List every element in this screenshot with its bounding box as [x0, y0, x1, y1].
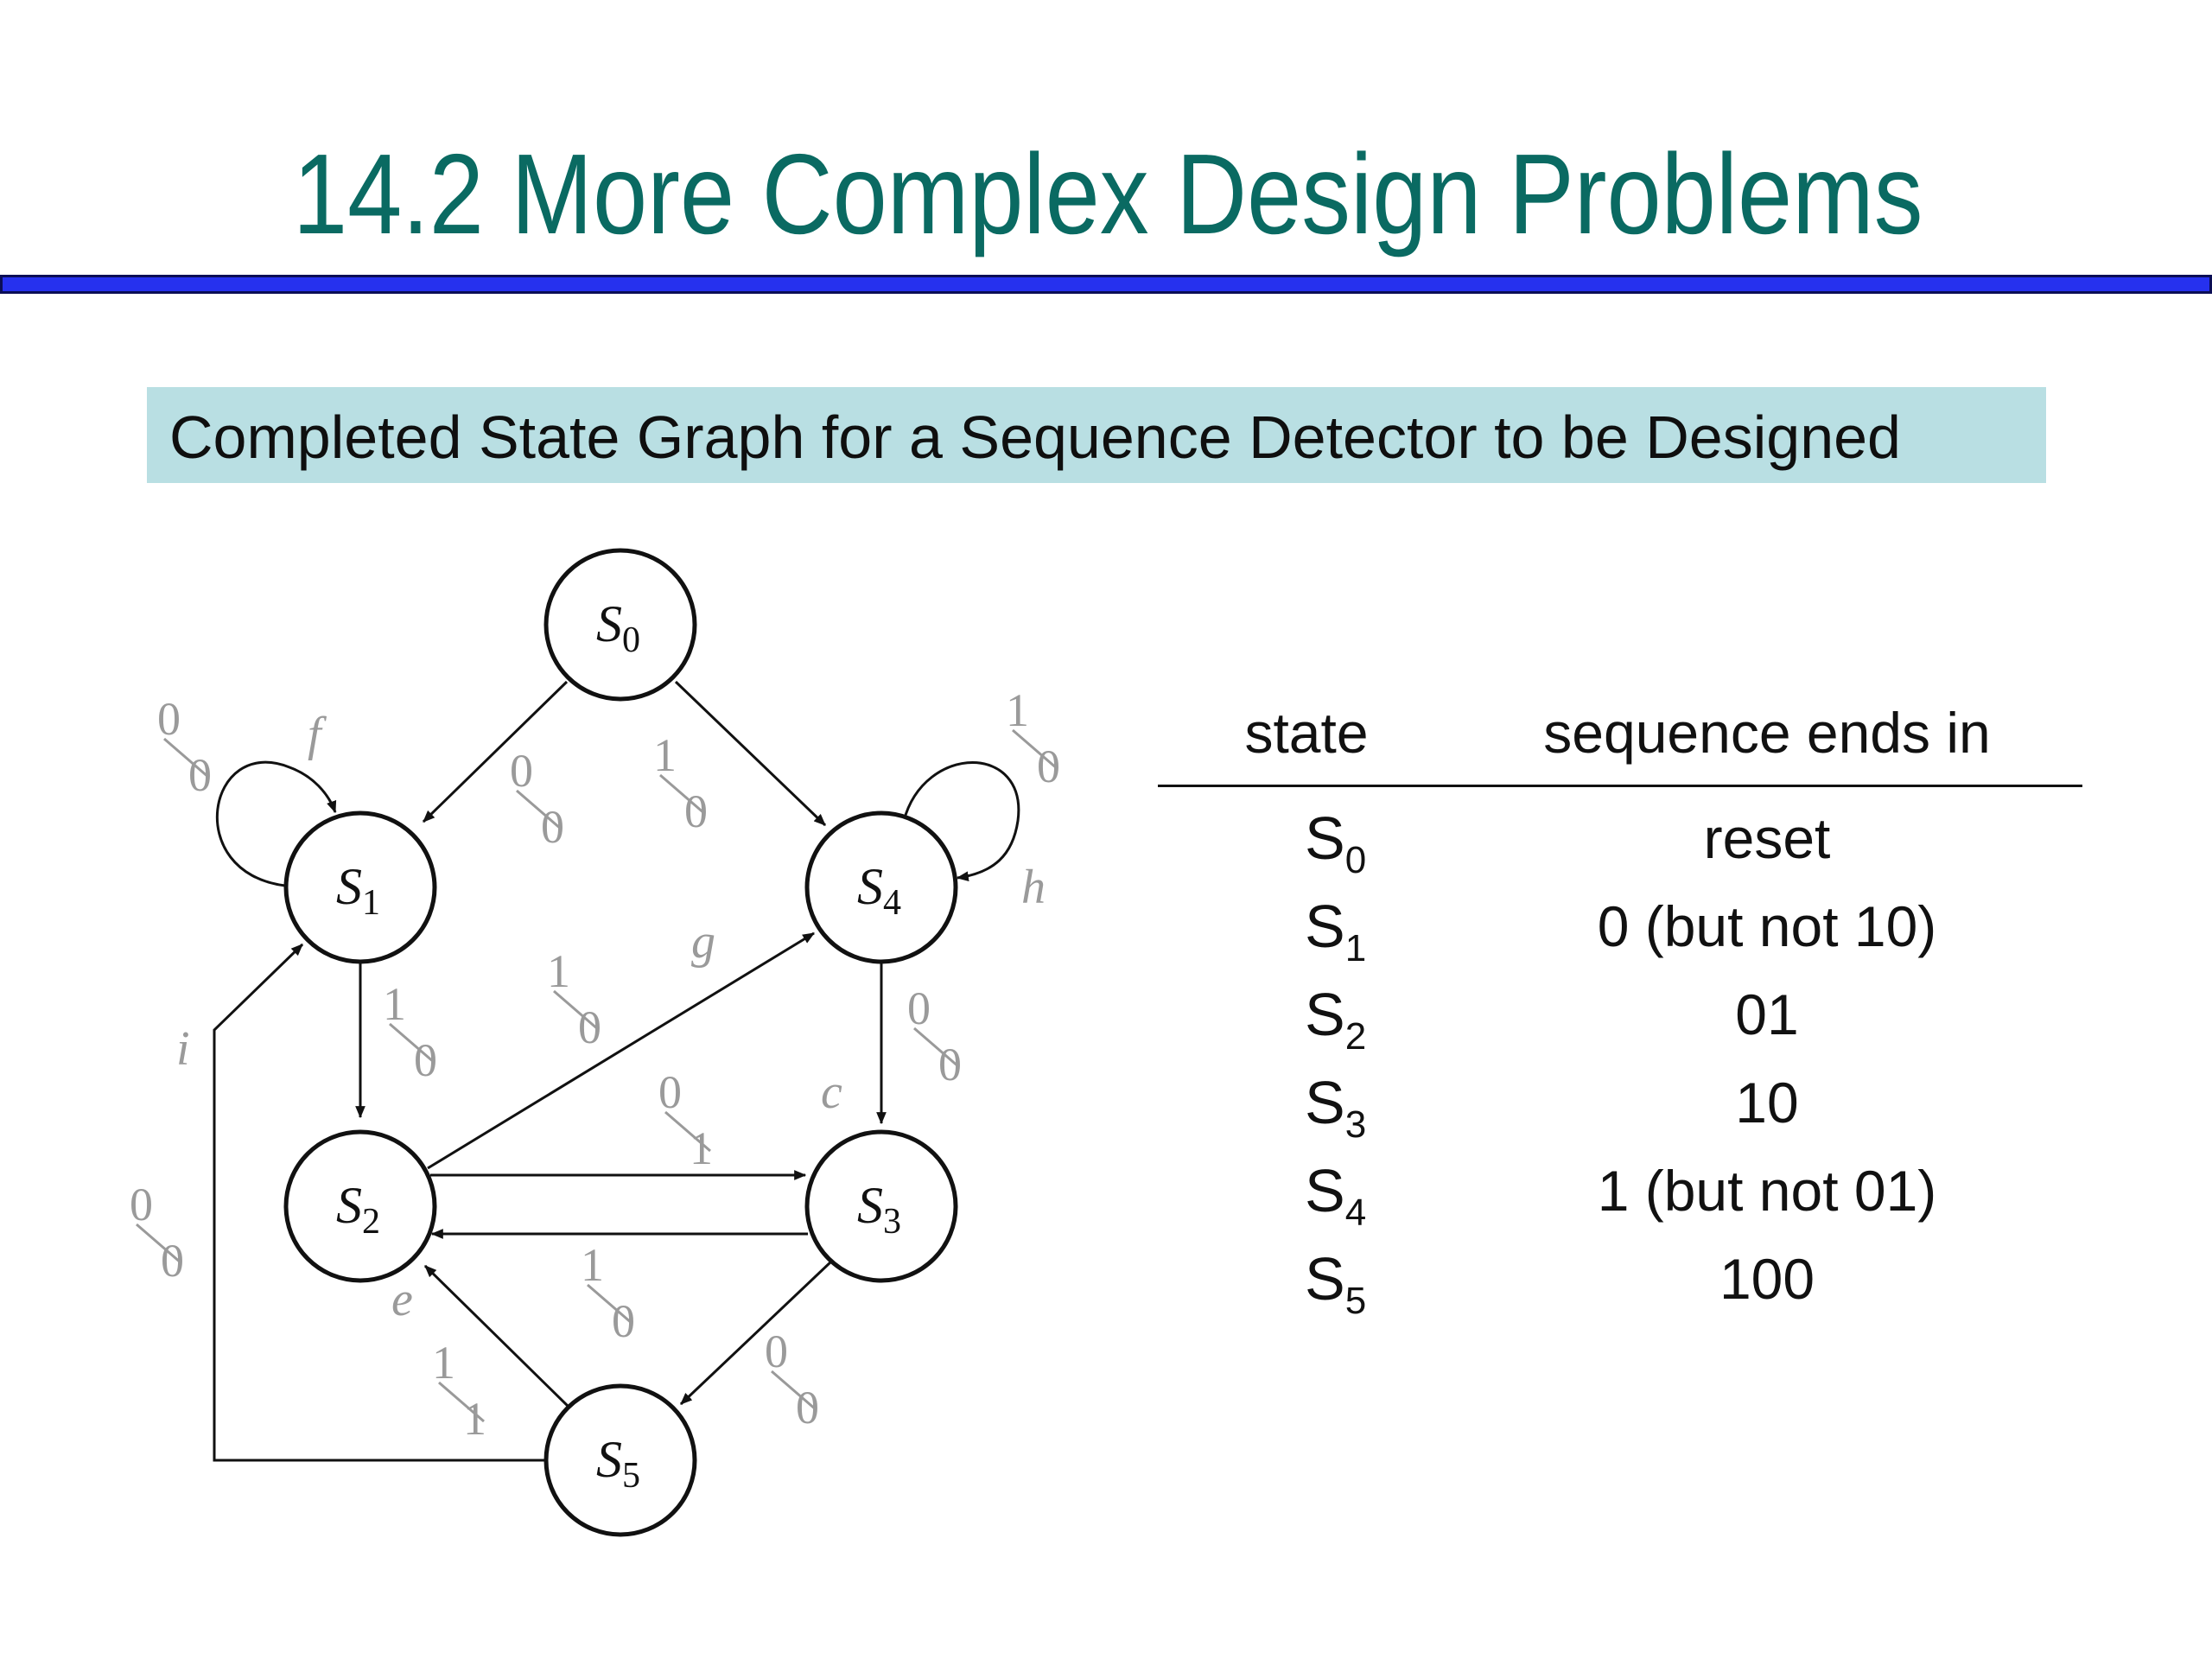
table-cell-sequence: 100	[1719, 1247, 1815, 1311]
svg-text:0: 0	[612, 1295, 635, 1347]
svg-text:1: 1	[383, 978, 406, 1030]
edge-label-s4-self: 1 0	[1006, 684, 1060, 792]
svg-text:1: 1	[653, 729, 677, 781]
table-cell-state: S3	[1305, 1069, 1367, 1146]
svg-text:0: 0	[907, 982, 931, 1034]
svg-text:0: 0	[658, 1066, 682, 1118]
svg-text:0: 0	[578, 1001, 601, 1053]
table-header-rule	[1158, 785, 2082, 787]
svg-text:1: 1	[463, 1393, 486, 1445]
subtitle-banner: Completed State Graph for a Sequence Det…	[147, 387, 2046, 483]
table-cell-state: S1	[1305, 893, 1367, 969]
edge-label-s2-s3: 0 1	[658, 1066, 713, 1174]
table-header-sequence: sequence ends in	[1543, 701, 1991, 765]
svg-text:0: 0	[188, 749, 212, 801]
edge-label-s3-s2: 1 0	[581, 1239, 635, 1347]
table-cell-state: S4	[1305, 1157, 1367, 1234]
state-label-s2: S2	[336, 1177, 380, 1242]
state-node-s1	[283, 810, 437, 964]
edge-tag-h: h	[1021, 861, 1046, 914]
state-node-s3	[804, 1129, 958, 1283]
state-node-s2	[283, 1129, 437, 1283]
state-label-s1: S1	[336, 858, 380, 923]
svg-text:0: 0	[161, 1235, 184, 1287]
edge-label-s0-s1: 0 0	[510, 745, 564, 853]
edge-label-s1-s2: 1 0	[383, 978, 437, 1086]
edge-s0-s4	[674, 680, 827, 827]
edge-s4-self	[902, 761, 1020, 881]
state-table: state sequence ends in S0 reset S1 0 (bu…	[1158, 700, 2082, 1339]
table-cell-state: S5	[1305, 1245, 1367, 1322]
table-cell-sequence: reset	[1703, 806, 1831, 870]
table-cell-sequence: 1 (but not 01)	[1597, 1159, 1937, 1223]
state-label-s4: S4	[857, 858, 901, 923]
edge-tag-c: c	[821, 1065, 842, 1119]
state-node-s4	[804, 810, 958, 964]
edge-s5-s1	[213, 943, 546, 1462]
edge-s1-self	[215, 760, 337, 887]
table-header-state: state	[1244, 701, 1369, 765]
state-label-s5: S5	[596, 1431, 640, 1496]
table-cell-sequence: 0 (but not 10)	[1597, 894, 1937, 958]
svg-text:0: 0	[938, 1039, 962, 1090]
svg-text:1: 1	[547, 945, 570, 997]
edge-tag-f: f	[308, 708, 327, 761]
svg-text:0: 0	[541, 801, 564, 853]
edge-tag-e: e	[391, 1273, 413, 1326]
svg-text:1: 1	[1006, 684, 1029, 736]
table-cell-sequence: 10	[1735, 1071, 1799, 1135]
state-node-s5	[543, 1383, 697, 1537]
svg-text:1: 1	[581, 1239, 604, 1291]
edge-label-s4-s3: 0 0	[907, 982, 962, 1090]
edge-label-s1-self: 0 0	[157, 693, 212, 801]
state-label-s3: S3	[857, 1177, 901, 1242]
edge-s5-s2	[423, 1264, 572, 1410]
subtitle-text: Completed State Graph for a Sequence Det…	[169, 404, 1901, 471]
edge-label-s5-s1: 0 0	[130, 1179, 184, 1287]
edge-s0-s1	[422, 680, 569, 823]
svg-text:0: 0	[130, 1179, 153, 1230]
edge-label-s2-s4: 1 0	[547, 945, 601, 1053]
edge-label-s5-s2: 1 1	[432, 1337, 486, 1445]
svg-text:1: 1	[690, 1122, 713, 1174]
svg-text:0: 0	[796, 1382, 819, 1433]
svg-text:0: 0	[157, 693, 181, 745]
table-cell-sequence: 01	[1735, 982, 1799, 1046]
edge-tag-g: g	[691, 915, 715, 969]
table-cell-state: S2	[1305, 981, 1367, 1058]
title-underline	[0, 275, 2212, 294]
svg-text:0: 0	[684, 785, 708, 837]
edge-s2-s4	[427, 931, 815, 1170]
edge-tag-i: i	[176, 1022, 190, 1076]
state-graph: S0 S1 S2 S3 S4 S5 0 0 1 0 0 0 1 0 1 0 0 …	[130, 548, 1060, 1537]
slide-title: 14.2 More Complex Design Problems	[292, 130, 1923, 257]
edge-s3-s5	[679, 1260, 833, 1406]
svg-text:0: 0	[414, 1034, 437, 1086]
svg-text:0: 0	[765, 1325, 788, 1377]
state-node-s0	[543, 548, 697, 702]
edge-label-s3-s5: 0 0	[765, 1325, 819, 1433]
edge-label-s0-s4: 1 0	[653, 729, 708, 837]
table-cell-state: S0	[1305, 804, 1367, 881]
svg-text:1: 1	[432, 1337, 455, 1389]
svg-text:0: 0	[510, 745, 533, 797]
svg-text:0: 0	[1037, 741, 1060, 792]
state-label-s0: S0	[596, 595, 640, 660]
